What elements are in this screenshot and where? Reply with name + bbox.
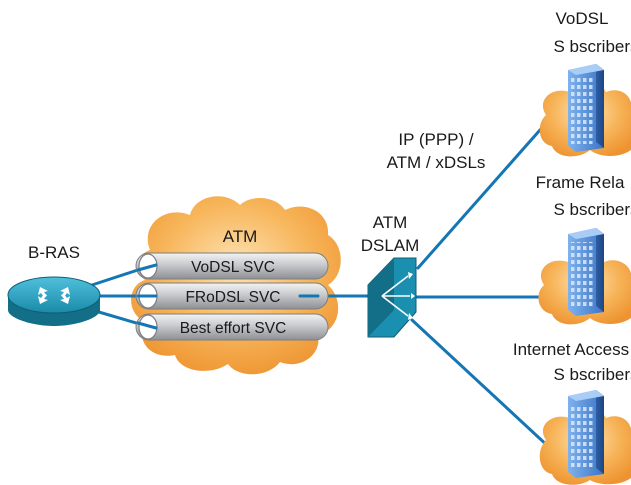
svc-pipe-voice-label: VoDSL SVC — [191, 259, 275, 276]
link-label-line1: IP (PPP) / — [398, 130, 474, 149]
subscriber-voice-label-line1: VoDSL — [556, 9, 609, 28]
router-icon — [7, 276, 101, 326]
subscriber-voice-label-line2: S bscribers — [553, 37, 631, 56]
dslam-label-line1: ATM — [373, 213, 408, 232]
subscriber-frame-relay-group — [538, 228, 631, 325]
dslam-to-internet-subscribers-line — [410, 318, 552, 450]
link-label-line2: ATM / xDSLs — [387, 153, 486, 172]
building-icon — [568, 64, 604, 152]
subscriber-internet-group — [539, 390, 631, 485]
subscriber-internet-label-line2: S bscribers — [553, 365, 631, 384]
svc-pipe-besteffort: Best effort SVC — [135, 313, 329, 341]
pipe-entry-lines — [136, 263, 320, 330]
svc-pipe-frodsl: FRoDSL SVC — [135, 282, 329, 310]
building-icon — [568, 228, 604, 316]
subscriber-frame-relay-label-line1: Frame Rela — [536, 173, 625, 192]
dslam-to-voice-subscribers-line — [416, 111, 557, 270]
dslam-label-line2: DSLAM — [361, 236, 420, 255]
subscriber-internet-label-line1: Internet Access — [513, 340, 629, 359]
subscriber-voice-group — [539, 64, 631, 157]
subscriber-frame-relay-label-line2: S bscribers — [553, 200, 631, 219]
atm-cloud-label: ATM — [223, 227, 258, 246]
svc-pipe-voice: VoDSL SVC — [135, 252, 329, 280]
svc-pipe-frodsl-label: FRoDSL SVC — [185, 289, 280, 306]
building-icon — [568, 390, 604, 478]
router-label: B-RAS — [28, 243, 80, 262]
svc-pipe-besteffort-label: Best effort SVC — [180, 320, 287, 337]
dslam-icon — [367, 257, 417, 338]
